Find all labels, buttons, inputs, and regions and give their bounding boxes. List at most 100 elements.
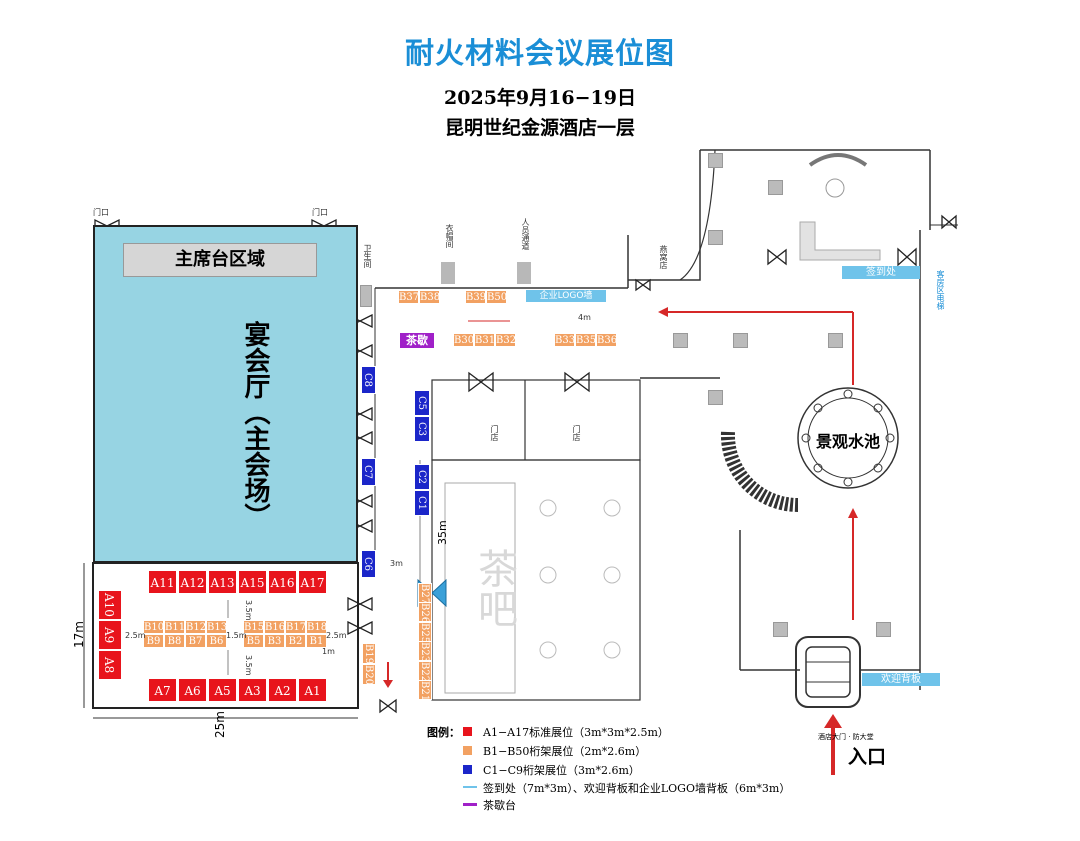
pillar (708, 230, 723, 245)
booth-a13: A13 (208, 570, 237, 594)
booth-a10: A10 (98, 590, 122, 620)
cloakroom-label: 衣帽间 (445, 224, 454, 248)
legend-prefix: 图例： (427, 726, 460, 739)
legend-swatch (463, 765, 472, 774)
booth-b17: B17 (285, 620, 306, 634)
booth-b37: B37 (398, 290, 419, 304)
legend-item: A1−A17标准展位（3m*3m*2.5m） (483, 726, 669, 739)
page-title: 耐火材料会议展位图 (404, 36, 675, 70)
booth-b16: B16 (264, 620, 285, 634)
legend-swatch (463, 786, 477, 788)
legend-item: B1−B50桁架展位（2m*2.6m） (483, 745, 647, 758)
aisle-dimension: 1m (322, 647, 335, 656)
legend-item: C1−C9桁架展位（3m*2.6m） (483, 764, 640, 777)
restroom-block (360, 285, 372, 307)
booth-b2: B2 (285, 634, 306, 648)
legend-swatch (463, 746, 472, 755)
bird-nest-shop-label: 燕窝店 (659, 245, 668, 269)
booth-a7: A7 (148, 678, 177, 702)
aisle-dimension: 4m (578, 313, 591, 322)
pillar (828, 333, 843, 348)
booth-b35: B35 (575, 333, 596, 347)
logo-wall: 企业LOGO墙 (526, 290, 606, 302)
booth-a12: A12 (178, 570, 207, 594)
aisle-dimension: 2.5m (125, 631, 146, 640)
checkin-desk: 签到处 (842, 266, 920, 279)
pillar (768, 180, 783, 195)
legend-swatch (463, 727, 472, 736)
booth-b13: B13 (206, 620, 227, 634)
pillar (773, 622, 788, 637)
booth-a6: A6 (178, 678, 207, 702)
aisle-dimension: 2.5m (326, 631, 347, 640)
booth-c7: C7 (361, 458, 376, 486)
booth-b25: B25 (418, 621, 432, 642)
booth-b32: B32 (495, 333, 516, 347)
booth-b8: B8 (164, 634, 185, 648)
booth-b10: B10 (143, 620, 164, 634)
cloakroom-block (441, 262, 455, 284)
hotel-gate-label: 酒店大门 · 防大堂 (818, 733, 874, 741)
door-label: 门口 (312, 208, 328, 217)
shop-label: 门店 (490, 425, 499, 441)
booth-b9: B9 (143, 634, 164, 648)
booth-b38: B38 (419, 290, 440, 304)
legend-item: 签到处（7m*3m）、欢迎背板和企业LOGO墙背板（6m*3m） (483, 782, 791, 795)
booth-a3: A3 (238, 678, 267, 702)
banquet-hall (93, 225, 358, 563)
booth-b7: B7 (185, 634, 206, 648)
pillar (708, 153, 723, 168)
booth-b5: B5 (243, 634, 264, 648)
aisle-dimension: 1.5m (226, 631, 247, 640)
pillar (673, 333, 688, 348)
booth-c8: C8 (361, 366, 376, 394)
dais-area: 主席台区域 (123, 243, 317, 277)
elevator-label: 客房区电梯 (936, 270, 945, 310)
booth-a5: A5 (208, 678, 237, 702)
depth-dimension: 17m (72, 621, 86, 648)
pool-label: 景观水池 (815, 432, 880, 451)
pillar (733, 333, 748, 348)
booth-c1: C1 (414, 490, 430, 516)
booth-b1: B1 (306, 634, 327, 648)
booth-a9: A9 (98, 620, 122, 650)
booth-b3: B3 (264, 634, 285, 648)
booth-b30: B30 (453, 333, 474, 347)
tea-bar-label: 茶吧 (471, 548, 517, 628)
booth-b26: B26 (418, 602, 432, 622)
staff-passage-label: 人员通道 (521, 218, 530, 250)
pillar (708, 390, 723, 405)
booth-b18: B18 (306, 620, 327, 634)
corridor-width: 3m (390, 559, 403, 568)
aisle-dimension: 3.5m (244, 655, 253, 676)
booth-c2: C2 (414, 464, 430, 490)
booth-a11: A11 (148, 570, 177, 594)
booth-c3: C3 (414, 416, 430, 442)
pillar (876, 622, 891, 637)
booth-a1: A1 (298, 678, 327, 702)
tea-break-table: 茶歇 (400, 333, 434, 348)
staff-passage-block (517, 262, 531, 284)
width-dimension: 25m (213, 711, 227, 738)
banquet-hall-label: 宴会厅（主会场） (240, 321, 270, 529)
booth-a17: A17 (298, 570, 327, 594)
event-date: 2025年9月16−19日 (444, 87, 636, 109)
booth-b27: B27 (418, 582, 432, 603)
door-label: 门口 (93, 208, 109, 217)
booth-b22: B22 (418, 660, 432, 681)
shop-label: 门店 (572, 425, 581, 441)
restroom-label: 卫生间 (363, 244, 372, 268)
booth-b31: B31 (474, 333, 495, 347)
aisle-dimension: 3.5m (244, 600, 253, 621)
booth-a8: A8 (98, 650, 122, 680)
booth-b12: B12 (185, 620, 206, 634)
booth-a2: A2 (268, 678, 297, 702)
booth-b19: B19 (362, 643, 376, 664)
corridor-dimension: 35m (436, 520, 449, 545)
booth-b23: B23 (418, 641, 432, 661)
welcome-board: 欢迎背板 (862, 673, 940, 686)
booth-b15: B15 (243, 620, 264, 634)
booth-a15: A15 (238, 570, 267, 594)
entrance-label: 入口 (848, 746, 887, 768)
